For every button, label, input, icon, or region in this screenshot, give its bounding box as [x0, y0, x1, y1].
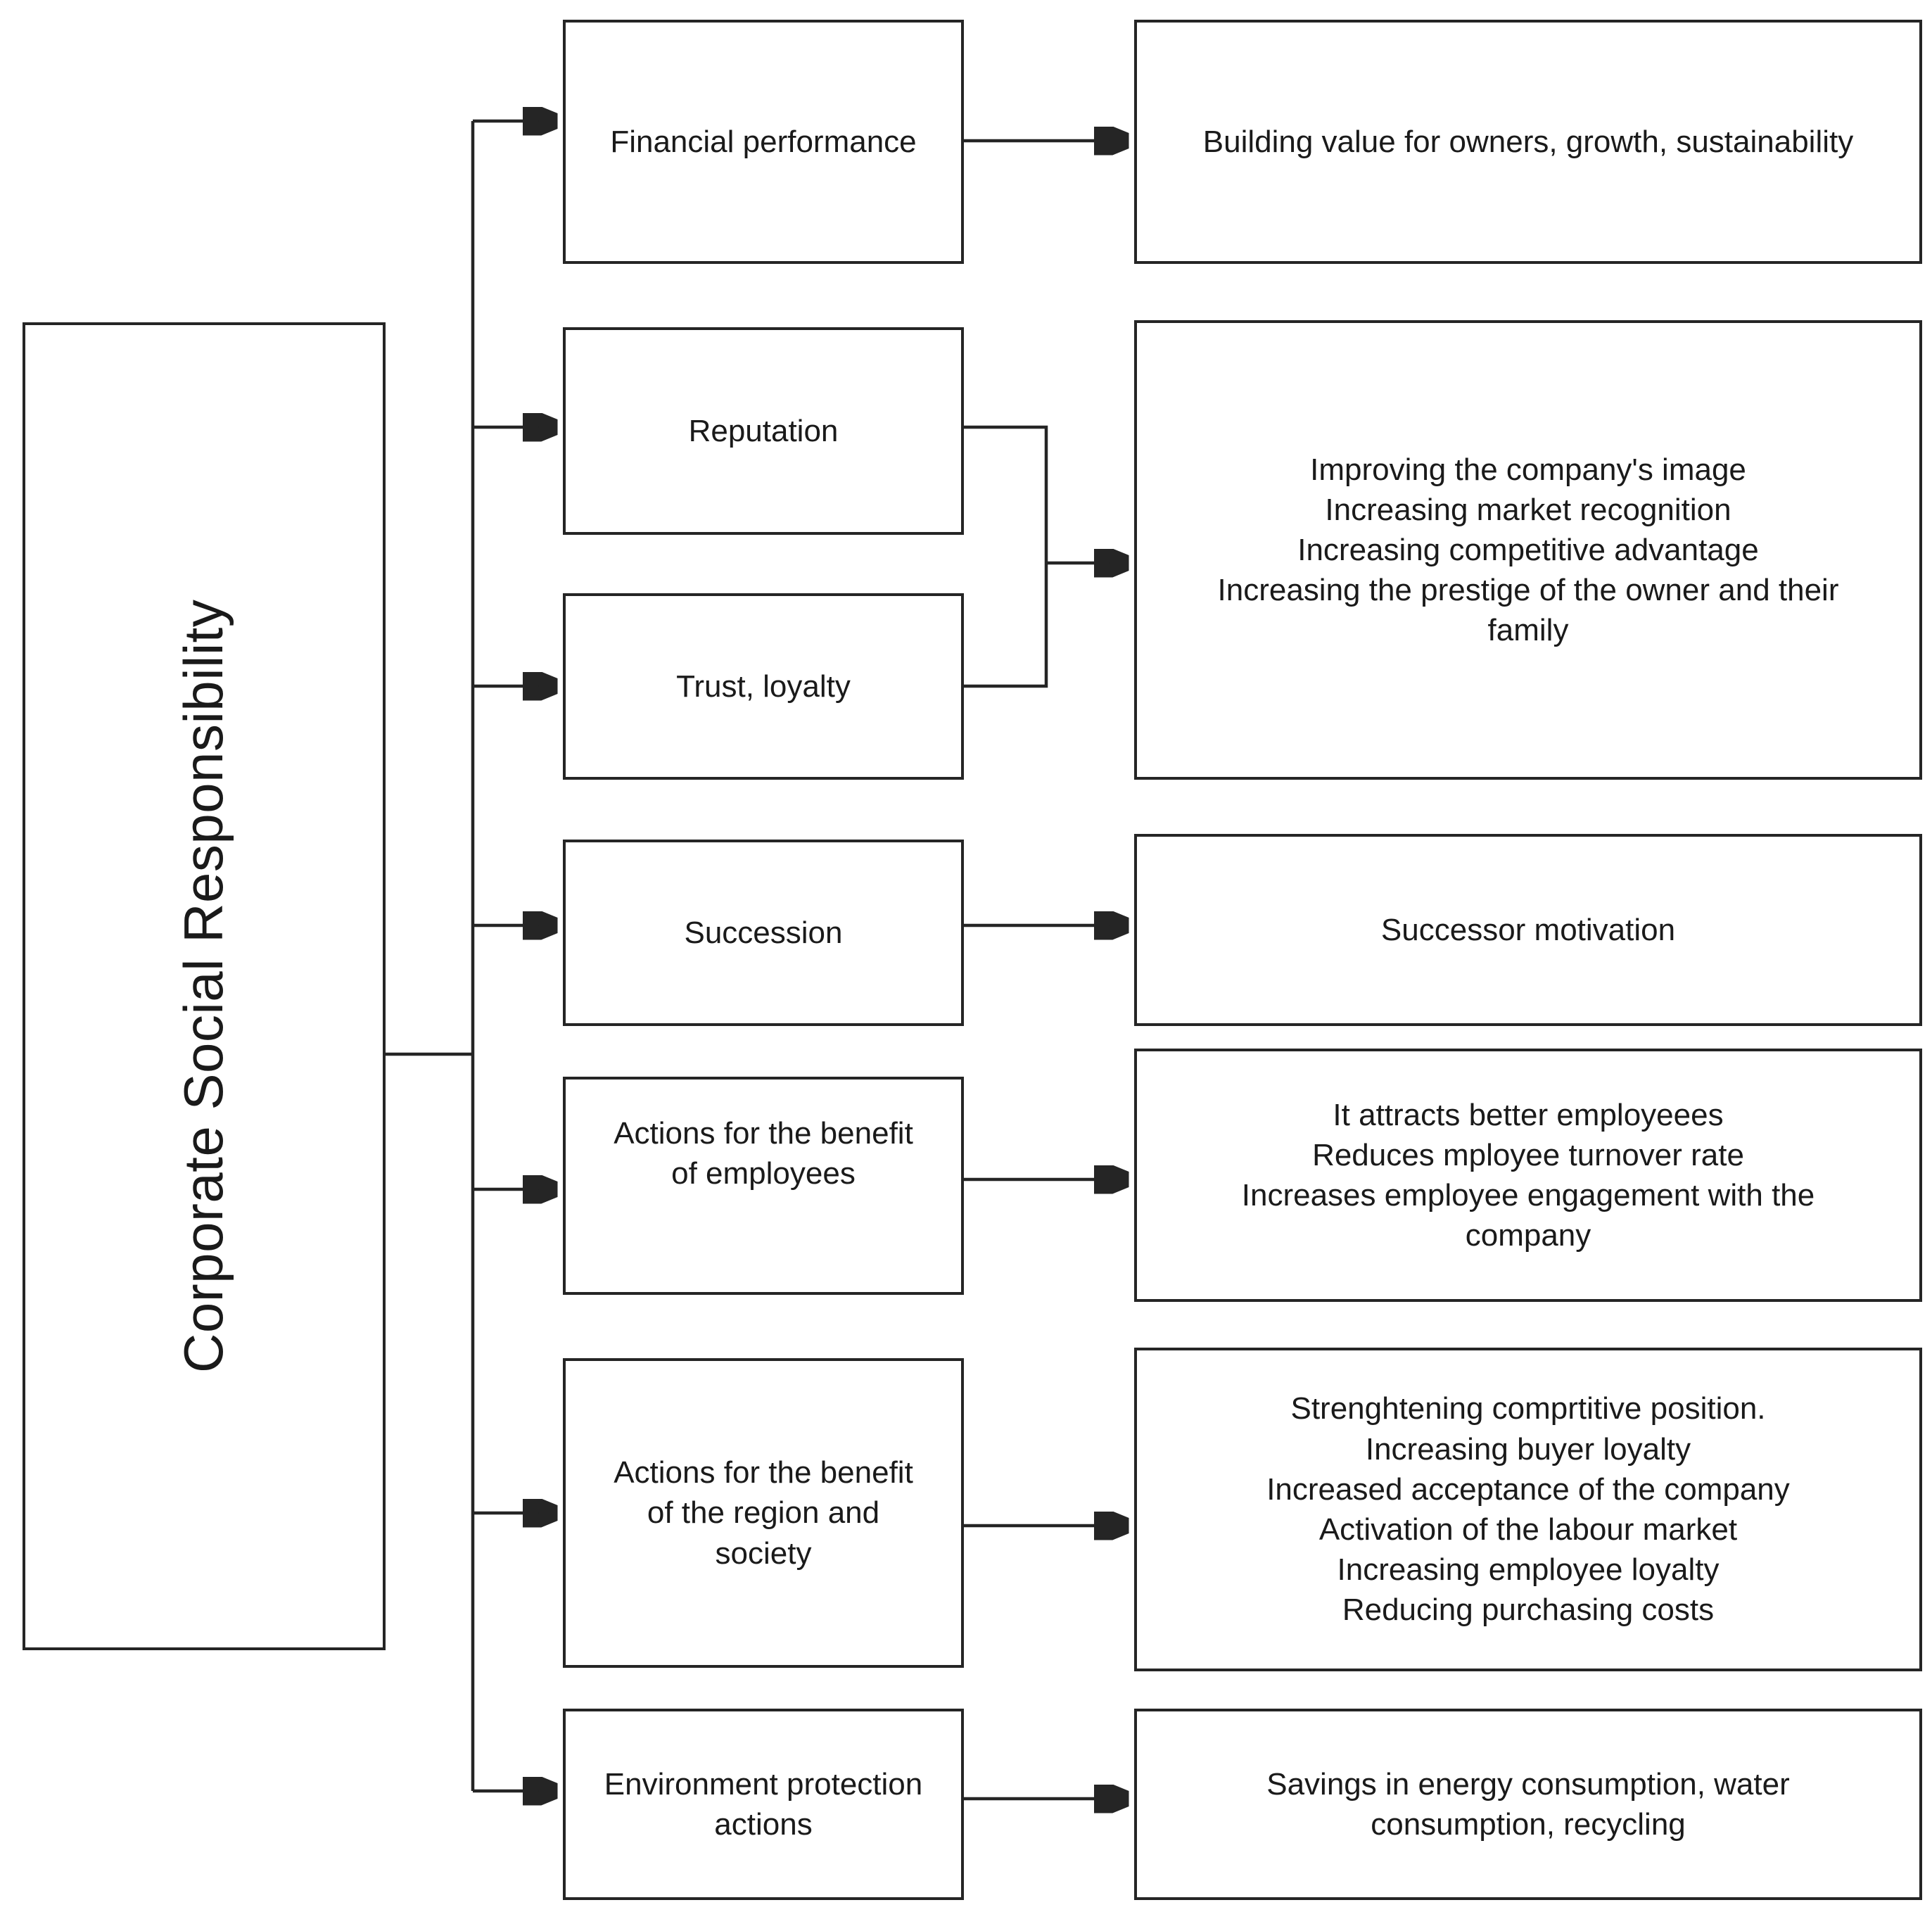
- connector-trust-merge: [964, 563, 1048, 688]
- connector-reputation-merge: [964, 425, 1048, 563]
- node-financial-performance: Financial performance: [563, 20, 964, 264]
- node-outcome-region-society: Strenghtening comprtitive position. Incr…: [1134, 1348, 1922, 1671]
- node-actions-for-region-and-society: Actions for the benefit of the region an…: [563, 1358, 964, 1668]
- node-environment-protection-actions: Environment protection actions: [563, 1709, 964, 1900]
- node-actions-for-employees: Actions for the benefit of employees: [563, 1077, 964, 1295]
- node-outcome-reputation-trust: Improving the company's image Increasing…: [1134, 320, 1922, 780]
- node-outcome-environment: Savings in energy consumption, water con…: [1134, 1709, 1922, 1900]
- node-outcome-succession: Successor motivation: [1134, 834, 1922, 1026]
- node-corporate-social-responsibility: Corporate Social Responsibility: [23, 322, 386, 1650]
- node-trust-loyalty: Trust, loyalty: [563, 593, 964, 780]
- node-succession: Succession: [563, 840, 964, 1026]
- node-reputation: Reputation: [563, 327, 964, 535]
- node-outcome-employees: It attracts better employeees Reduces mp…: [1134, 1049, 1922, 1302]
- node-outcome-financial: Building value for owners, growth, susta…: [1134, 20, 1922, 264]
